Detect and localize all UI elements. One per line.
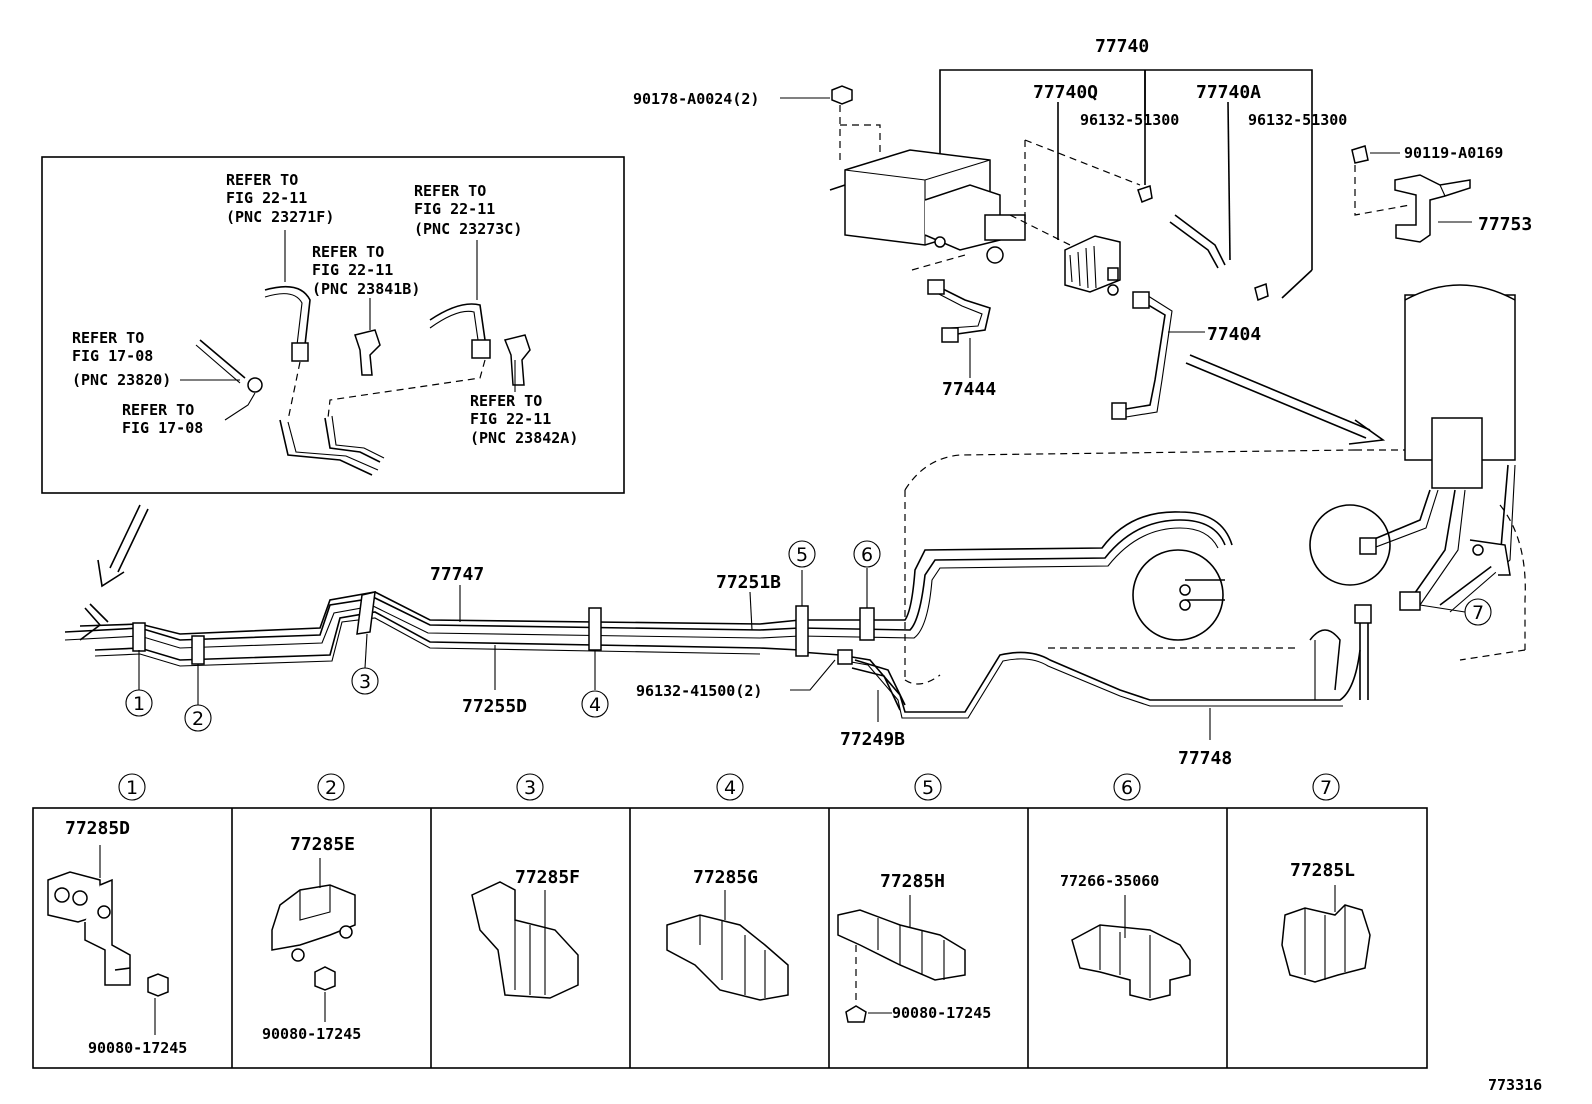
inset-ref5-line1: REFER TO <box>122 401 194 419</box>
panel-4-number: 4 <box>724 777 736 799</box>
inset-clip-icon <box>503 334 531 386</box>
position-markers: 1 2 3 4 5 6 7 <box>125 540 1492 732</box>
valve-icon <box>1064 235 1121 293</box>
label-bolt-right: 90119-A0169 <box>1404 144 1503 162</box>
label-77404: 77404 <box>1207 324 1261 345</box>
inset-ref1-line1: REFER TO <box>226 171 298 189</box>
inset-ref1-line2: FIG 22-11 <box>226 189 307 207</box>
inset-ref4-line2: FIG 17-08 <box>72 347 153 365</box>
inset-ref3-line2: FIG 22-11 <box>414 200 495 218</box>
inset-ref6-line3: (PNC 23842A) <box>470 429 578 447</box>
panel-1-part: 77285D <box>65 818 130 839</box>
label-77740a: 77740A <box>1196 82 1261 103</box>
pump-icon <box>1132 549 1224 641</box>
nut-icon <box>147 973 169 997</box>
clamp-1-icon <box>132 622 146 652</box>
panel-3-number: 3 <box>524 777 536 799</box>
label-77753: 77753 <box>1478 214 1532 235</box>
inset-detail: REFER TO FIG 22-11 (PNC 23271F) REFER TO… <box>41 156 625 494</box>
bolt-icon <box>845 1005 867 1023</box>
marker-2: 2 <box>192 708 204 730</box>
bolt-icon <box>1351 145 1369 164</box>
panel-4-part: 77285G <box>693 867 758 888</box>
inset-frame <box>41 156 625 494</box>
inset-ref6-line2: FIG 22-11 <box>470 410 551 428</box>
panels-frame <box>32 807 1428 1069</box>
inset-ref3-line3: (PNC 23273C) <box>414 220 522 238</box>
inset-ref4-line3: (PNC 23820) <box>72 371 171 389</box>
inset-ref3-line1: REFER TO <box>414 182 486 200</box>
fuel-tank <box>904 284 1526 700</box>
clamp-5-icon <box>795 605 809 657</box>
marker-7: 7 <box>1472 602 1484 624</box>
panel-5-extra: 90080-17245 <box>892 1004 991 1022</box>
label-77747: 77747 <box>430 564 484 585</box>
panel-7-number: 7 <box>1320 777 1332 799</box>
marker-3: 3 <box>359 671 371 693</box>
panel-6-number: 6 <box>1121 777 1133 799</box>
panel-2-number: 2 <box>325 777 337 799</box>
label-77740: 77740 <box>1095 36 1149 57</box>
inset-pointer-arrow-icon <box>97 504 149 588</box>
nut-icon <box>314 966 336 991</box>
panel-1-number: 1 <box>126 777 138 799</box>
inset-ref4-line1: REFER TO <box>72 329 144 347</box>
clip-icon <box>1254 282 1269 302</box>
clamp-77285g-icon <box>666 914 789 1001</box>
clamp-2-icon <box>191 635 205 665</box>
panel-5-number: 5 <box>922 777 934 799</box>
label-77748: 77748 <box>1178 748 1232 769</box>
panel-5-part: 77285H <box>880 871 945 892</box>
canister-assembly <box>780 69 1472 445</box>
label-clip-lower: 96132-41500(2) <box>636 682 762 700</box>
fuel-tube-run <box>64 511 1361 740</box>
panel-6-part: 77266-35060 <box>1060 872 1159 890</box>
label-77444: 77444 <box>942 379 996 400</box>
marker-5: 5 <box>796 544 808 566</box>
panel-3-part: 77285F <box>515 867 580 888</box>
vent-icon <box>1309 629 1341 691</box>
clamp-77285f-icon <box>471 881 579 999</box>
diagram-id: 773316 <box>1488 1076 1542 1094</box>
inset-ref6-line1: REFER TO <box>470 392 542 410</box>
label-nut-top: 90178-A0024(2) <box>633 90 759 108</box>
bracket-icon <box>1394 174 1471 243</box>
panel-2-part: 77285E <box>290 834 355 855</box>
inset-ref2-line1: REFER TO <box>312 243 384 261</box>
marker-4: 4 <box>589 694 601 716</box>
label-77255d: 77255D <box>462 696 527 717</box>
label-77249b: 77249B <box>840 729 905 750</box>
clamp-4-icon <box>588 607 602 651</box>
inset-clip-icon <box>354 329 381 376</box>
clamp-77266-icon <box>1071 924 1191 1001</box>
clip-icon <box>1137 185 1153 203</box>
clamp-detail-panels: 1 2 3 4 5 6 7 77285D 90080-17245 77285E … <box>32 773 1428 1069</box>
inset-clamp-icon <box>247 377 263 393</box>
clamp-77285h-icon <box>837 909 966 981</box>
panel-2-extra: 90080-17245 <box>262 1025 361 1043</box>
inset-ref5-line2: FIG 17-08 <box>122 419 203 437</box>
label-77740q: 77740Q <box>1033 82 1098 103</box>
clamp-77285l-icon <box>1281 904 1371 983</box>
clamp-3-icon <box>356 591 376 635</box>
label-77251b: 77251B <box>716 572 781 593</box>
panel-1-extra: 90080-17245 <box>88 1039 187 1057</box>
label-clip-b: 96132-51300 <box>1248 111 1347 129</box>
marker-6: 6 <box>861 544 873 566</box>
label-clip-a: 96132-51300 <box>1080 111 1179 129</box>
panel-7-part: 77285L <box>1290 860 1355 881</box>
nut-icon <box>831 85 853 105</box>
clamp-77285e-icon <box>271 884 356 951</box>
callout-labels: 77740 77740Q 77740A 96132-51300 96132-51… <box>430 36 1532 769</box>
clamp-6-icon <box>859 607 875 641</box>
inset-ref1-line3: (PNC 23271F) <box>226 208 334 226</box>
marker-1: 1 <box>133 693 145 715</box>
inset-ref2-line3: (PNC 23841B) <box>312 280 420 298</box>
inset-ref2-line2: FIG 22-11 <box>312 261 393 279</box>
